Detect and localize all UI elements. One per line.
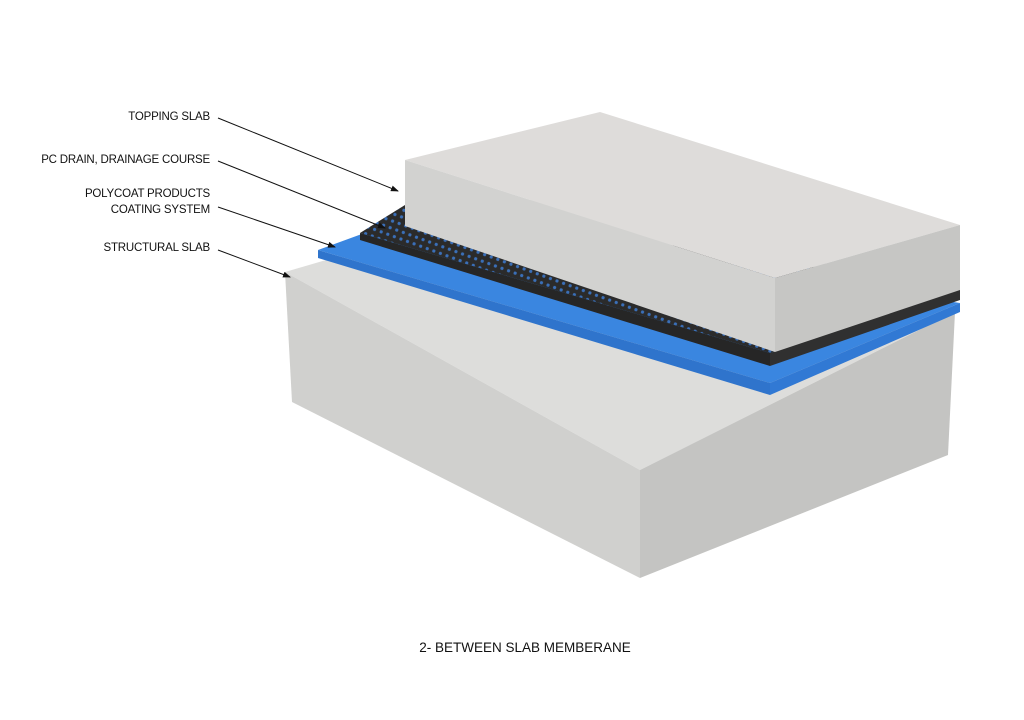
label-topping-slab: TOPPING SLAB xyxy=(128,111,210,123)
leader-coating xyxy=(217,206,336,248)
leader-topping-slab xyxy=(217,117,399,192)
figure-caption: 2- BETWEEN SLAB MEMBERANE xyxy=(419,640,631,655)
label-coating-line2: COATING SYSTEM xyxy=(110,204,210,216)
label-coating-line1: POLYCOAT PRODUCTS xyxy=(84,188,210,200)
topping-slab xyxy=(405,112,960,352)
leader-structural-slab xyxy=(217,249,291,278)
leader-drain xyxy=(217,160,386,229)
label-drain: PC DRAIN, DRAINAGE COURSE xyxy=(41,154,210,166)
label-structural-slab: STRUCTURAL SLAB xyxy=(103,242,211,254)
